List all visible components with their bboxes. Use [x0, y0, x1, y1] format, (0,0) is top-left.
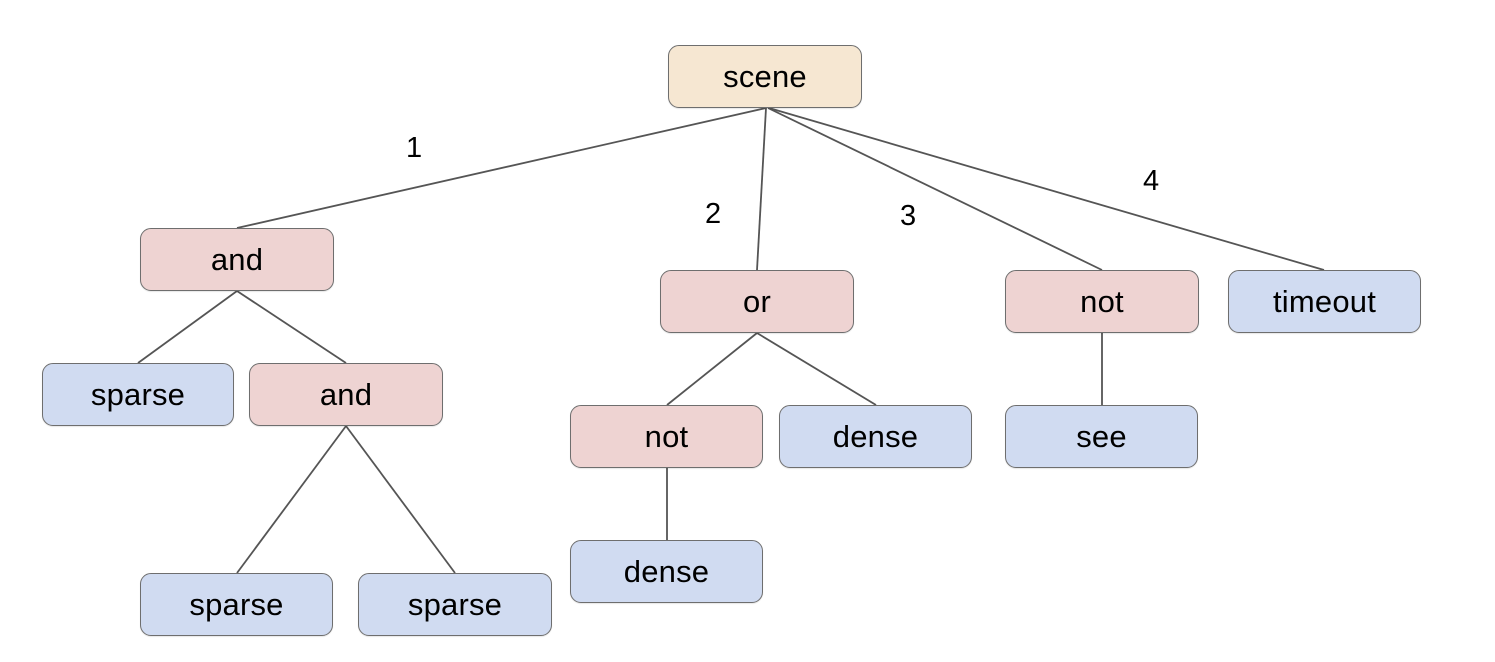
edge-label-1: 1: [406, 132, 423, 164]
tree-node-not_m[interactable]: not: [570, 405, 763, 468]
tree-node-label: scene: [723, 59, 807, 94]
tree-node-label: see: [1076, 419, 1127, 454]
tree-node-see[interactable]: see: [1005, 405, 1198, 468]
tree-node-label: not: [644, 419, 689, 454]
tree-node-label: or: [743, 284, 771, 319]
tree-node-or1[interactable]: or: [660, 270, 854, 333]
tree-node-sparse1[interactable]: sparse: [42, 363, 234, 426]
tree-node-dense_m[interactable]: dense: [779, 405, 972, 468]
tree-edge: [767, 107, 1103, 271]
tree-node-label: timeout: [1272, 284, 1377, 319]
tree-edge: [236, 425, 347, 574]
tree-node-dense_b[interactable]: dense: [570, 540, 763, 603]
tree-node-label: sparse: [90, 377, 186, 412]
tree-edge: [236, 107, 767, 229]
edge-label-3: 3: [900, 200, 917, 232]
tree-node-label: sparse: [189, 587, 284, 622]
edge-label-4: 4: [1143, 165, 1160, 197]
tree-edge: [666, 332, 758, 406]
tree-node-timeout[interactable]: timeout: [1228, 270, 1421, 333]
tree-edge: [756, 332, 877, 406]
tree-node-not_r[interactable]: not: [1005, 270, 1199, 333]
tree-node-label: and: [319, 377, 373, 412]
tree-node-scene[interactable]: scene: [668, 45, 862, 108]
tree-edge: [768, 107, 1325, 271]
tree-edge: [756, 107, 767, 271]
tree-node-sparse3[interactable]: sparse: [358, 573, 552, 636]
tree-node-label: and: [210, 242, 264, 277]
tree-edge: [137, 290, 238, 364]
tree-node-label: sparse: [407, 587, 503, 622]
edge-label-2: 2: [705, 198, 722, 230]
tree-node-label: dense: [623, 554, 710, 589]
tree-node-label: not: [1080, 284, 1124, 319]
tree-edge: [345, 425, 456, 574]
tree-node-label: dense: [832, 419, 919, 454]
tree-node-and2[interactable]: and: [249, 363, 443, 426]
tree-node-sparse2[interactable]: sparse: [140, 573, 333, 636]
tree-edge: [236, 290, 347, 364]
tree-node-and1[interactable]: and: [140, 228, 334, 291]
